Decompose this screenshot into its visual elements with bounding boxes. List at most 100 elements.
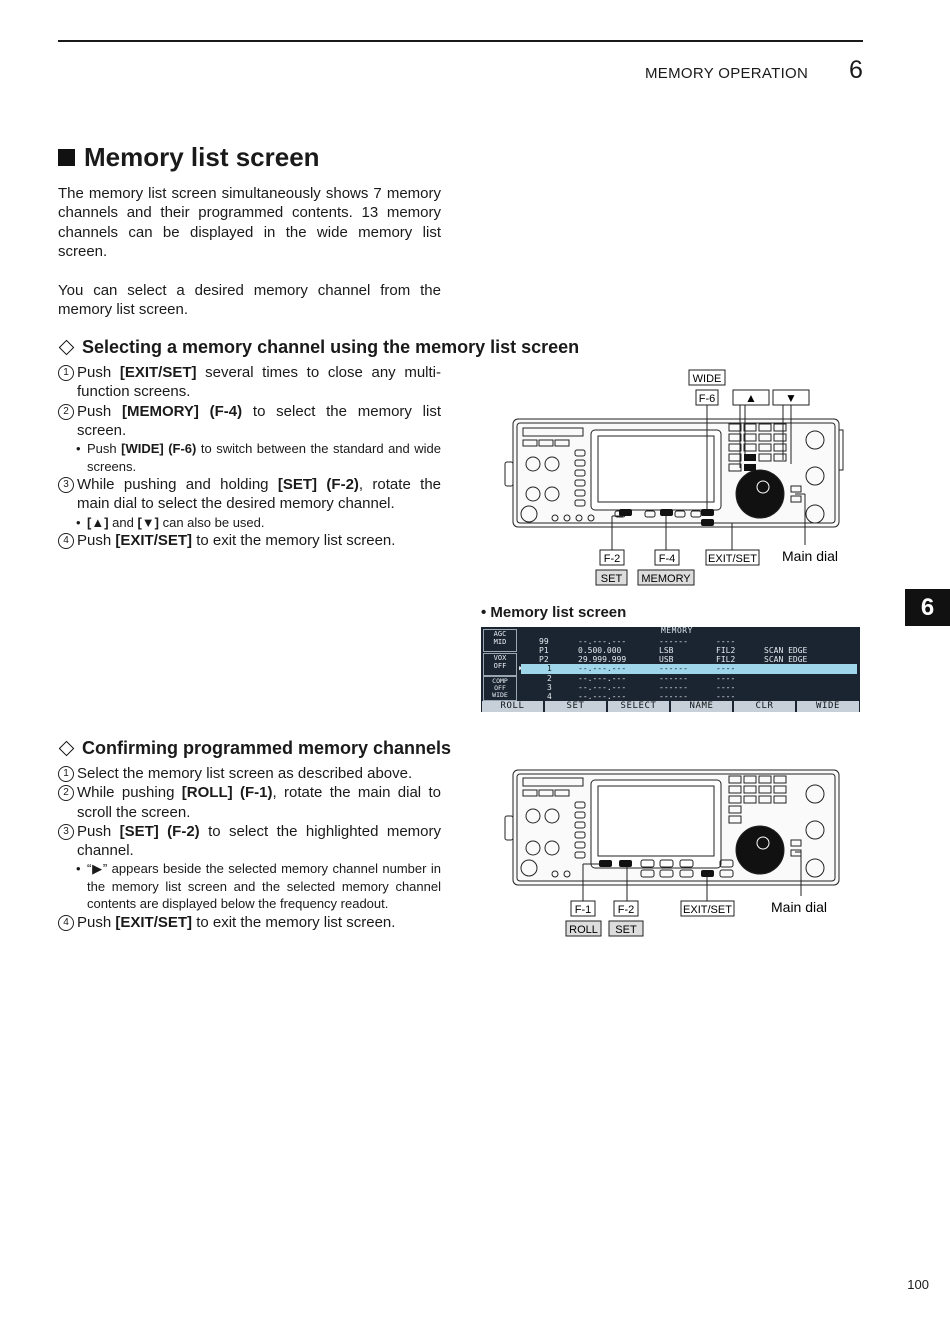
bullet-dot: •	[76, 861, 81, 877]
wide-label: WIDE	[693, 373, 722, 385]
f2-label: F-2	[604, 553, 621, 565]
section1-heading: Selecting a memory channel using the mem…	[58, 337, 579, 358]
step-key: [EXIT/SET]	[119, 364, 197, 381]
set-label: SET	[615, 924, 637, 936]
row-channel: 2	[547, 674, 552, 683]
row-channel: 3	[547, 683, 552, 692]
section1-heading-text: Selecting a memory channel using the mem…	[82, 337, 580, 357]
memory-label: MEMORY	[641, 573, 691, 585]
header-rule	[58, 40, 863, 42]
chapter-tab: 6	[905, 589, 950, 626]
memory-row-highlighted[interactable]: 1 --.---.--- ------ ----	[521, 664, 857, 674]
leader-lines-2	[582, 851, 802, 901]
row-channel: 4	[547, 692, 552, 701]
fkey-select[interactable]: SELECT	[608, 701, 669, 712]
roll-label: ROLL	[569, 924, 598, 936]
chapter-number: 6	[849, 56, 863, 84]
label-boxes-1	[595, 369, 810, 586]
row-name: SCAN EDGE	[764, 655, 808, 664]
exit-set-label: EXIT/SET	[683, 904, 732, 916]
row-frequency: 0.500.000	[578, 646, 622, 655]
memory-row[interactable]: 99 --.---.--- ------ ----	[521, 637, 857, 646]
page-title: Memory list screen	[58, 142, 320, 173]
row-filter: ----	[716, 692, 736, 701]
highlighted-keys-1	[619, 454, 756, 526]
memory-row[interactable]: P1 0.500.000 LSB FIL2 SCAN EDGE	[521, 646, 857, 655]
page-number: 100	[907, 1277, 929, 1292]
step-3: 3 Push [SET] (F-2) to select the highlig…	[58, 822, 441, 861]
f1-label: F-1	[575, 904, 592, 916]
memory-row[interactable]: P2 29.999.999 USB FIL2 SCAN EDGE	[521, 655, 857, 664]
row-mode: ------	[659, 637, 688, 646]
memory-row[interactable]: 3 --.---.--- ------ ----	[521, 683, 857, 692]
step-3-note: • “▶” appears beside the selected memory…	[58, 860, 441, 913]
screen-title: MEMORY	[661, 627, 693, 635]
step-4: 4 Push [EXIT/SET] to exit the memory lis…	[58, 913, 441, 932]
step-1: 1 Select the memory list screen as descr…	[58, 764, 441, 783]
step-text: Push	[77, 402, 122, 420]
section2-steps: 1 Select the memory list screen as descr…	[58, 764, 441, 932]
section2-heading-text: Confirming programmed memory channels	[82, 738, 452, 758]
intro-paragraph-2: You can select a desired memory channel …	[58, 282, 441, 319]
highlighted-keys-2	[599, 860, 714, 877]
square-bullet-icon	[58, 149, 75, 166]
fkey-name[interactable]: NAME	[671, 701, 732, 712]
step-key: [MEMORY] (F-4)	[121, 402, 243, 420]
row-frequency: 29.999.999	[578, 655, 627, 664]
step-text: to exit the memory list screen.	[192, 532, 396, 550]
fkey-clr[interactable]: CLR	[734, 701, 795, 712]
step-text: Select the memory list screen as describ…	[77, 765, 413, 782]
step-key: [ROLL] (F-1)	[181, 784, 273, 802]
step-number: 2	[58, 403, 74, 420]
set-label: SET	[601, 573, 623, 585]
row-channel: 1	[547, 664, 552, 673]
step-2: 2 While pushing [ROLL] (F-1), rotate the…	[58, 783, 441, 822]
row-frequency: --.---.---	[578, 683, 627, 692]
row-mode: ------	[659, 674, 688, 683]
note-text: Push	[87, 441, 122, 457]
step-text: to select the highlighted memory channel…	[77, 822, 441, 860]
memory-list-screen: MEMORY AGC MID VOX OFF COMP OFF WIDE ▶ 9…	[481, 627, 860, 712]
step-number: 3	[58, 823, 74, 840]
step-text: Push	[77, 822, 120, 840]
f6-label: F-6	[699, 393, 716, 405]
note-key: [▼]	[137, 514, 159, 530]
step-key: [SET] (F-2)	[277, 476, 359, 494]
step-number: 1	[58, 365, 74, 381]
radio-front-panel-2	[504, 769, 840, 886]
row-frequency: --.---.---	[578, 674, 627, 683]
memory-row[interactable]: 2 --.---.--- ------ ----	[521, 674, 857, 683]
step-text: While pushing and holding	[77, 476, 278, 494]
section2-heading: Confirming programmed memory channels	[58, 738, 451, 759]
note-text: and	[108, 514, 138, 530]
page-title-text: Memory list screen	[84, 142, 320, 172]
row-filter: ----	[716, 664, 736, 673]
fkey-wide[interactable]: WIDE	[797, 701, 859, 712]
step-3-note: • [▲] and [▼] can also be used.	[58, 514, 441, 532]
step-1: 1 Push [EXIT/SET] several times to close…	[58, 363, 441, 402]
main-dial-label: Main dial	[782, 548, 838, 564]
fkey-roll[interactable]: ROLL	[482, 701, 543, 712]
memory-row[interactable]: 4 --.---.--- ------ ----	[521, 692, 857, 701]
row-name: SCAN EDGE	[764, 646, 808, 655]
row-channel: P2	[539, 655, 549, 664]
step-key: [EXIT/SET]	[115, 913, 193, 931]
step-text: to exit the memory list screen.	[192, 913, 396, 931]
leader-lines-1	[611, 405, 806, 550]
diamond-icon	[58, 740, 75, 757]
exit-set-label: EXIT/SET	[708, 553, 757, 565]
transceiver-diagram-2: F-1 F-2 EXIT/SET Main dial ROLL SET	[504, 769, 840, 937]
f4-label: F-4	[659, 553, 676, 565]
row-channel: 99	[539, 637, 549, 646]
bullet-dot: •	[76, 514, 81, 530]
fkey-set[interactable]: SET	[545, 701, 606, 712]
section-header: MEMORY OPERATION	[645, 65, 809, 82]
step-text: , rotate the main dial to select the des…	[77, 476, 441, 513]
row-filter: ----	[716, 683, 736, 692]
comp-indicator: COMP OFF WIDE	[483, 676, 517, 701]
step-text: several times to close any multi-functio…	[77, 364, 441, 401]
diamond-icon	[58, 339, 75, 356]
step-number: 3	[58, 477, 74, 494]
step-number: 4	[58, 914, 74, 931]
radio-front-panel-1	[504, 418, 844, 528]
